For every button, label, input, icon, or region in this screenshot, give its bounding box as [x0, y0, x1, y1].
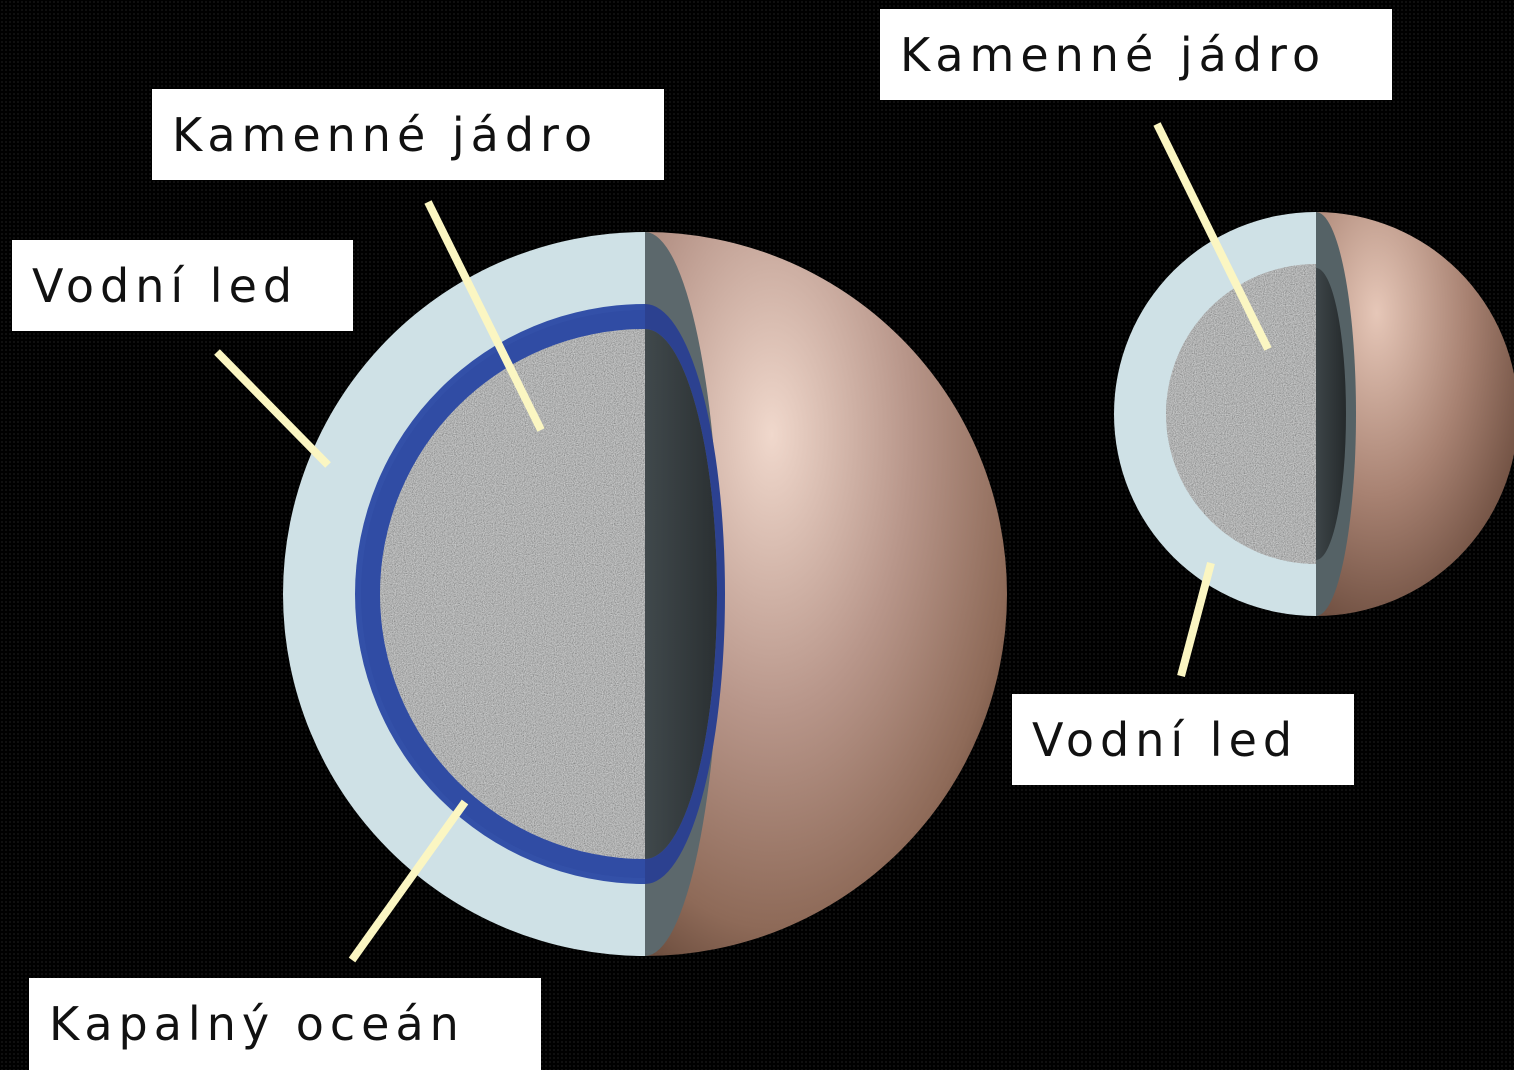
leader-line-big-ice [217, 352, 328, 465]
label-small-water-ice: Vodní led [1012, 694, 1354, 785]
label-big-liquid-ocean: Kapalný oceán [29, 978, 541, 1070]
small-body [1114, 212, 1514, 616]
label-big-rock-core: Kamenné jádro [152, 89, 664, 180]
label-big-water-ice: Vodní led [12, 240, 353, 331]
large-body [283, 232, 1007, 956]
leader-line-small-ice [1181, 563, 1211, 676]
label-small-rock-core: Kamenné jádro [880, 9, 1392, 100]
